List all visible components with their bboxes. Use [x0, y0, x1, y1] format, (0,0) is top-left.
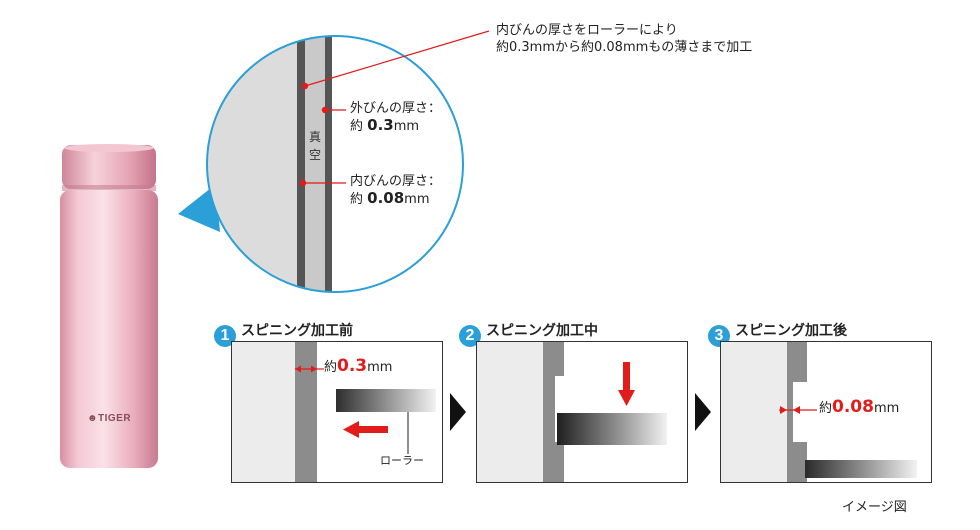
- step-1-illustration: [232, 342, 442, 482]
- step-3-measure: 約0.08mm: [819, 397, 900, 417]
- roller-label: ローラー: [380, 454, 424, 467]
- next-arrow-icon: [450, 393, 466, 431]
- next-arrow-icon: [695, 393, 711, 431]
- bottle-logo: ☻TIGER: [80, 413, 138, 424]
- top-callout: 内びんの厚さをローラーにより 約0.3mmから約0.08mmもの薄さまで加工: [496, 22, 752, 56]
- wall: [787, 342, 807, 482]
- wall: [295, 342, 317, 482]
- step-1-panel: [231, 341, 443, 483]
- callout-line-2: 約0.3mmから約0.08mmもの薄さまで加工: [496, 40, 753, 55]
- step-1-badge: 1: [214, 325, 236, 347]
- left-arrow-icon: [343, 421, 388, 438]
- vacuum-gap: [305, 36, 325, 292]
- zoom-pointer: [178, 184, 220, 232]
- outer-wall: [325, 36, 332, 292]
- bottle: [60, 144, 158, 468]
- roller: [805, 460, 917, 478]
- bottle-body: [60, 190, 158, 468]
- inner-wall: [297, 36, 305, 292]
- step-2-title: スピニング加工中: [486, 323, 598, 339]
- step-2-illustration: [477, 342, 687, 482]
- down-arrow-icon: [618, 362, 635, 406]
- tiger-logo-icon: ☻: [86, 413, 98, 424]
- step-2-panel: [476, 341, 688, 483]
- step-1-title: スピニング加工前: [241, 323, 353, 339]
- step-3-title: スピニング加工後: [735, 323, 847, 339]
- step-2-badge: 2: [459, 325, 481, 347]
- outer-thickness-label: 外びんの厚さ： 約 0.3mm: [350, 101, 442, 134]
- brand-text: TIGER: [97, 413, 132, 424]
- roller: [336, 389, 436, 412]
- step-3-panel: [720, 341, 932, 483]
- zoom-circle: [206, 35, 464, 293]
- step-3-illustration: [721, 342, 931, 482]
- roller: [557, 413, 667, 445]
- vacuum-label: 真 空: [308, 130, 321, 162]
- bottle-cap: [62, 145, 156, 189]
- image-caption: イメージ図: [842, 500, 907, 515]
- callout-line-1: 内びんの厚さをローラーにより: [496, 23, 678, 38]
- step-1-measure: 約0.3mm: [324, 356, 393, 376]
- wall: [543, 342, 564, 482]
- inner-thickness-label: 内びんの厚さ： 約 0.08mm: [350, 174, 442, 207]
